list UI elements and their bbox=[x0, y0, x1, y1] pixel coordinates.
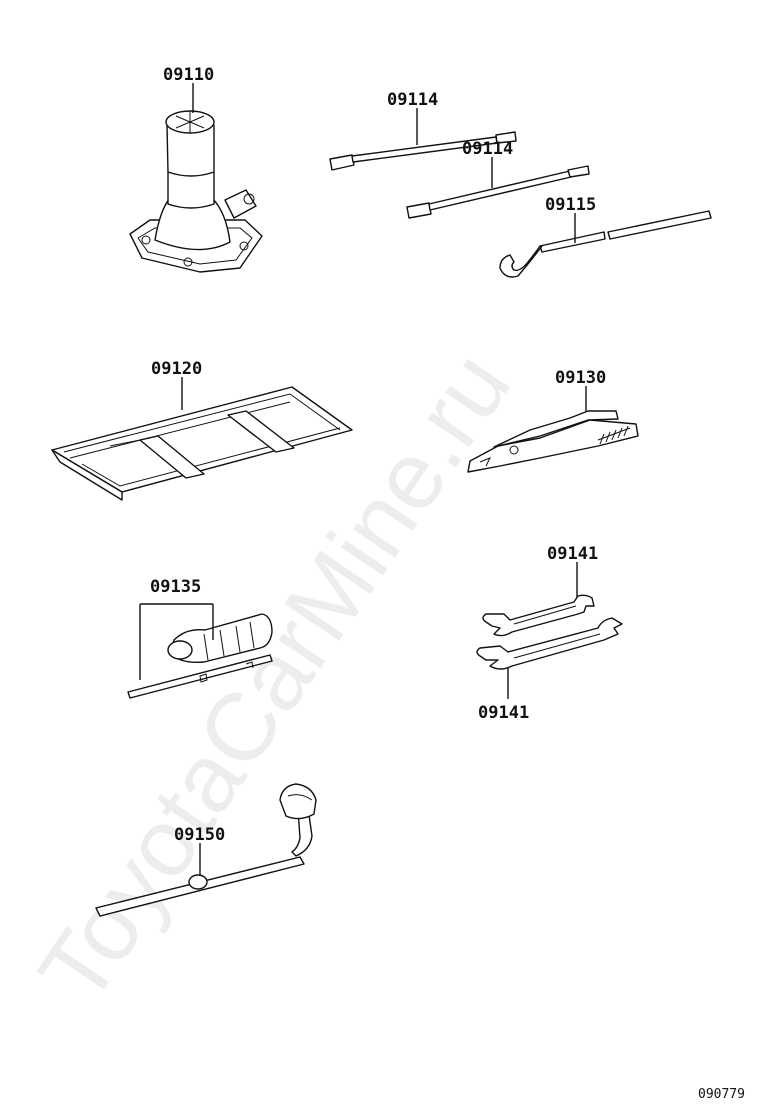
callout-handle-a: 09114 bbox=[387, 90, 438, 110]
wrench-b-part[interactable] bbox=[476, 617, 623, 670]
jack-handle-hook-part[interactable] bbox=[499, 210, 712, 278]
wrench-a-part[interactable] bbox=[482, 594, 595, 637]
screwdriver-part[interactable] bbox=[127, 613, 273, 699]
callout-wrench-a: 09141 bbox=[547, 544, 598, 564]
callout-wrench-b: 09141 bbox=[478, 703, 529, 723]
callout-lug-wrench: 09150 bbox=[174, 825, 225, 845]
callout-handle-b: 09114 bbox=[462, 139, 513, 159]
tool-bag-part[interactable] bbox=[51, 386, 353, 501]
leader-screwdriver bbox=[139, 603, 214, 680]
jack-part[interactable] bbox=[129, 110, 263, 273]
callout-pliers: 09130 bbox=[555, 368, 606, 388]
pliers-part[interactable] bbox=[467, 410, 639, 473]
callout-jack: 09110 bbox=[163, 65, 214, 85]
jack-handle-a-part[interactable] bbox=[329, 131, 517, 171]
callout-screwdriver: 09135 bbox=[150, 577, 201, 597]
callout-tool-bag: 09120 bbox=[151, 359, 202, 379]
jack-handle-b-part[interactable] bbox=[406, 165, 590, 219]
lug-wrench-part[interactable] bbox=[95, 783, 317, 917]
callout-handle-hook: 09115 bbox=[545, 195, 596, 215]
drawing-code: 090779 bbox=[698, 1087, 745, 1102]
